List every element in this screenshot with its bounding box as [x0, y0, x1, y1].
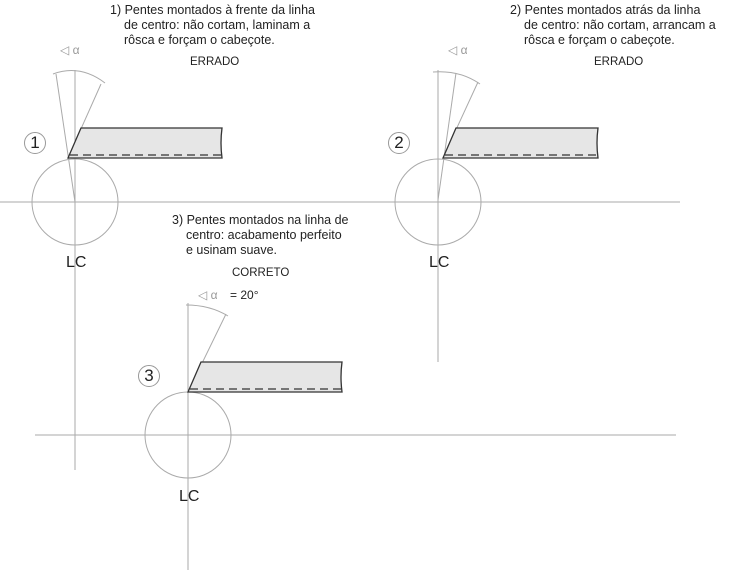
chaser-tool-1	[67, 127, 223, 159]
verdict-2: ERRADO	[594, 56, 644, 68]
description-3: 3) Pentes montados na linha de centro: a…	[172, 213, 349, 258]
verdict-1: ERRADO	[190, 56, 240, 68]
description-line: 1) Pentes montados à frente da linha	[110, 3, 315, 17]
description-line: 3) Pentes montados na linha de	[172, 213, 349, 227]
centerline-label-1: LC	[66, 254, 87, 271]
chaser-tool-2	[442, 127, 599, 159]
workpiece-2	[394, 158, 482, 246]
diagram-number-2: 2	[388, 132, 410, 154]
workpiece-1	[31, 158, 119, 246]
diagram-number-3: 3	[138, 365, 160, 387]
chaser-tool-3	[187, 361, 343, 393]
description-line: de centro: não cortam, arrancam a	[524, 18, 716, 32]
description-line: rôsca e forçam o cabeçote.	[524, 33, 675, 47]
angle-arc-3	[185, 304, 229, 317]
description-line: rôsca e forçam o cabeçote.	[124, 33, 275, 47]
angle-symbol-1: ◁ α	[60, 43, 80, 57]
description-1: 1) Pentes montados à frente da linha de …	[110, 3, 315, 48]
angle-arc-2	[432, 71, 481, 85]
verdict-3: CORRETO	[232, 267, 290, 279]
angle-symbol-2: ◁ α	[448, 43, 468, 57]
description-line: e usinam suave.	[186, 243, 278, 257]
description-2: 2) Pentes montados atrás da linha de cen…	[510, 3, 716, 48]
centerline-label-3: LC	[179, 488, 200, 505]
description-line: 2) Pentes montados atrás da linha	[510, 3, 701, 17]
angle-arc-1	[52, 70, 106, 84]
diagram-number-1: 1	[24, 132, 46, 154]
description-line: de centro: não cortam, laminam a	[124, 18, 311, 32]
angle-symbol-3: ◁ α	[198, 288, 218, 302]
angle-value-3: = 20°	[230, 288, 259, 302]
ray-1a	[55, 73, 76, 203]
description-line: centro: acabamento perfeito	[186, 228, 342, 242]
centerline-label-2: LC	[429, 254, 450, 271]
ray-2a	[437, 72, 457, 201]
